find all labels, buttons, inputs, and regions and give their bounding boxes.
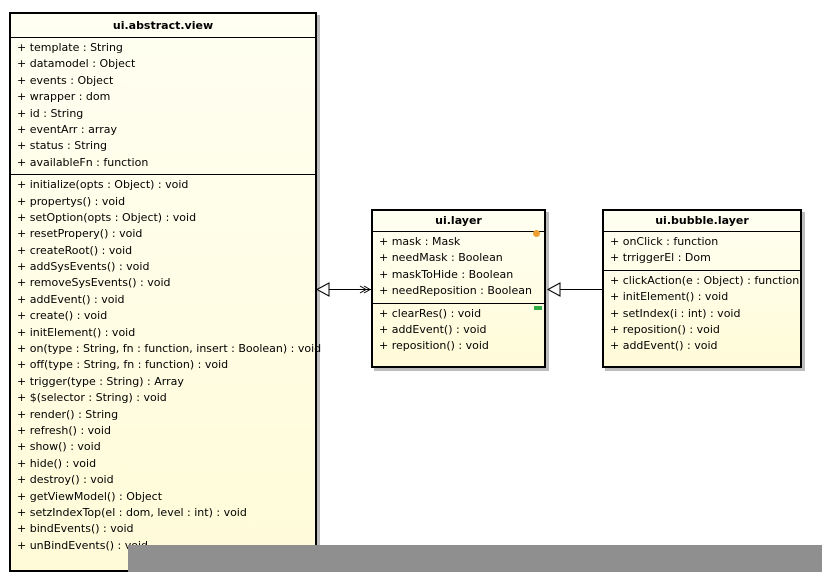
attribute-row: + template : String: [17, 41, 123, 54]
arrow-marker-icon: [359, 285, 371, 294]
attribute-row: + eventArr : array: [17, 122, 117, 136]
attribute-row: + id : String: [17, 106, 84, 120]
operation-row: + setzIndexTop(el : dom, level : int) : …: [17, 505, 247, 519]
operation-row: + clearRes() : void: [379, 306, 482, 320]
attribute-row: + events : Object: [17, 73, 114, 87]
class-ui-bubble-layer[interactable]: ui.bubble.layer + onClick : function + tr…: [602, 209, 802, 368]
operation-row: + show() : void: [17, 440, 101, 454]
operation-row: + trigger(type : String) : Array: [17, 374, 184, 388]
class-ui-layer[interactable]: ui.layer + mask : Mask + needMask : Boole…: [371, 209, 546, 368]
operation-row: + render() : String: [17, 407, 119, 421]
operation-row: + on(type : String, fn : function, inser…: [17, 342, 322, 356]
operation-row: + bindEvents() : void: [17, 522, 134, 536]
attribute-row: + needMask : Boolean: [379, 251, 503, 265]
attributes-compartment: + mask : Mask + needMask : Boolean + maskT…: [373, 232, 544, 304]
operation-row: + initElement() : void: [17, 325, 136, 339]
attribute-row: + status : String: [17, 139, 108, 153]
operation-row: + addEvent() : void: [610, 339, 718, 353]
operation-row: + setIndex(i : int) : void: [610, 306, 741, 320]
operation-row: + initElement() : void: [610, 290, 729, 304]
operations-compartment: + initialize(opts : Object) : void + prop…: [11, 175, 322, 554]
generalization-bubble-to-layer[interactable]: [546, 282, 602, 297]
attributes-compartment: + onClick : function + trriggerEl : Dom: [604, 232, 800, 271]
class-ui-abstract-view[interactable]: ui.abstract.view + template : String + da…: [9, 12, 322, 572]
operation-row: + destroy() : void: [17, 473, 114, 487]
attribute-row: + maskToHide : Boolean: [379, 267, 514, 281]
class-title: ui.abstract.view: [11, 14, 315, 38]
attribute-row: + availableFn : function: [17, 155, 149, 169]
operation-row: + clickAction(e : Object) : function: [610, 273, 800, 287]
attribute-row: + wrapper : dom: [17, 90, 111, 104]
operation-row: + removeSysEvents() : void: [17, 276, 171, 290]
operation-row: + addEvent() : void: [17, 292, 125, 306]
operation-row: + reposition() : void: [379, 339, 489, 353]
attribute-row: + needReposition : Boolean: [379, 284, 532, 298]
operation-row: + getViewModel() : Object: [17, 489, 163, 503]
bottom-gray-band: [128, 545, 822, 572]
operation-row: + addEvent() : void: [379, 322, 487, 336]
green-marker-icon: [534, 306, 542, 310]
operation-row: + resetPropery() : void: [17, 227, 143, 241]
generalization-layer-to-abstract-view[interactable]: [315, 282, 371, 297]
operation-row: + reposition() : void: [610, 322, 720, 336]
operation-row: + off(type : String, fn : function) : vo…: [17, 358, 229, 372]
operations-compartment: + clearRes() : void + addEvent() : void + …: [373, 304, 544, 355]
operation-row: + createRoot() : void: [17, 243, 133, 257]
operation-row: + addSysEvents() : void: [17, 260, 150, 274]
operation-row: + refresh() : void: [17, 423, 111, 437]
operation-row: + initialize(opts : Object) : void: [17, 178, 189, 192]
operation-row: + $(selector : String) : void: [17, 391, 167, 405]
class-title: ui.layer: [373, 211, 544, 232]
operation-row: + create() : void: [17, 309, 108, 323]
operation-row: + hide() : void: [17, 456, 97, 470]
attribute-row: + trriggerEl : Dom: [610, 251, 711, 265]
attribute-row: + datamodel : Object: [17, 57, 136, 71]
operation-row: + propertys() : void: [17, 194, 126, 208]
orange-marker-icon: [533, 230, 540, 237]
operation-row: + unBindEvents() : void: [17, 538, 149, 552]
attribute-row: + mask : Mask: [379, 235, 461, 248]
attribute-row: + onClick : function: [610, 235, 719, 248]
operations-compartment: + clickAction(e : Object) : function + in…: [604, 271, 800, 355]
operation-row: + setOption(opts : Object) : void: [17, 210, 197, 224]
attributes-compartment: + template : String + datamodel : Object +…: [11, 38, 315, 176]
class-title: ui.bubble.layer: [604, 211, 800, 232]
